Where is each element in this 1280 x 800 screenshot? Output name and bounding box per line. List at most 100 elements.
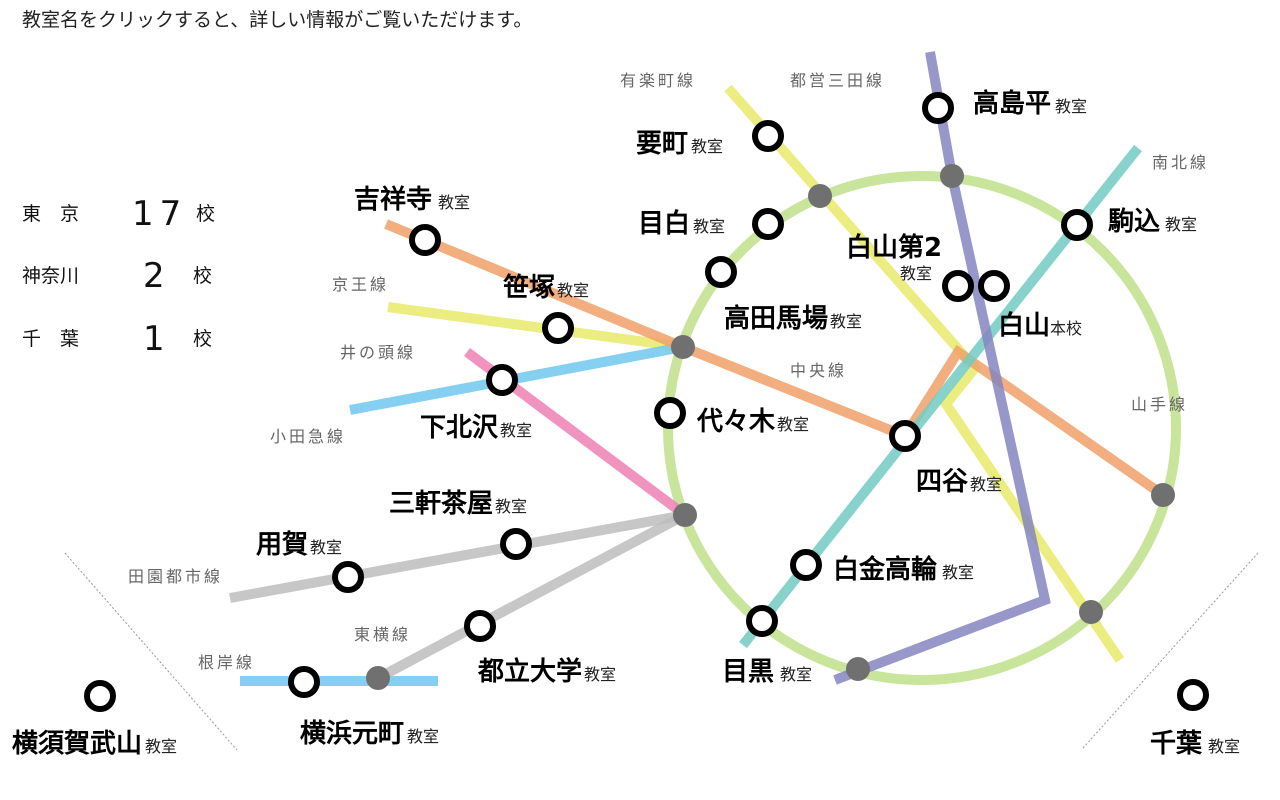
classroom-link-komagome[interactable]: 駒込教室 — [1108, 207, 1197, 237]
classroom-name[interactable]: 駒込 — [1108, 207, 1160, 237]
classroom-suffix[interactable]: 教室 — [310, 538, 342, 557]
classroom-markers — [84, 92, 1209, 712]
line-label-denentoshi: 田園都市線 — [128, 567, 223, 586]
classroom-suffix[interactable]: 教室 — [145, 737, 177, 756]
station-marker-yoyogi[interactable] — [654, 397, 686, 429]
legend-count: 1 — [143, 319, 165, 359]
classroom-link-takashimadaira[interactable]: 高島平教室 — [973, 88, 1087, 119]
station-marker-kanamecho[interactable] — [752, 120, 784, 152]
classroom-name[interactable]: 笹塚 — [503, 273, 555, 303]
classroom-suffix[interactable]: 教室 — [780, 665, 812, 684]
classroom-name[interactable]: 白金高輪 — [833, 554, 938, 585]
classroom-link-yokohamamotomachi[interactable]: 横浜元町教室 — [300, 719, 439, 749]
classroom-name[interactable]: 千葉 — [1150, 729, 1203, 759]
classroom-link-sasazuka[interactable]: 笹塚教室 — [503, 273, 589, 303]
classroom-name[interactable]: 代々木 — [696, 407, 775, 437]
classroom-suffix[interactable]: 教室 — [1165, 215, 1197, 234]
classroom-link-toritsudaigaku[interactable]: 都立大学教室 — [477, 656, 616, 687]
classroom-link-hakusan[interactable]: 白山本校 — [998, 310, 1082, 341]
station-marker-hakusan2[interactable] — [942, 270, 974, 302]
station-marker-toritsudaigaku[interactable] — [464, 610, 496, 642]
school-count-legend: 東 京 17 校 神奈川 2 校 千 葉 1 校 — [22, 194, 215, 359]
classroom-name[interactable]: 吉祥寺 — [354, 185, 432, 215]
classroom-name[interactable]: 白山 — [998, 310, 1050, 341]
station-marker-meguro[interactable] — [746, 605, 778, 637]
classroom-suffix[interactable]: 教室 — [777, 415, 809, 434]
classroom-name[interactable]: 要町 — [636, 129, 688, 159]
classroom-link-chiba[interactable]: 千葉教室 — [1150, 729, 1240, 759]
classroom-suffix[interactable]: 教室 — [584, 665, 616, 684]
junction-dot — [671, 335, 695, 359]
junction-dot — [673, 503, 697, 527]
classroom-name[interactable]: 目黒 — [722, 657, 774, 687]
classroom-link-shimokitazawa[interactable]: 下北沢教室 — [420, 413, 532, 443]
station-marker-hakusan[interactable] — [978, 270, 1010, 302]
classroom-suffix[interactable]: 教室 — [900, 264, 932, 283]
classroom-suffix[interactable]: 教室 — [438, 193, 470, 212]
station-marker-takadanobaba[interactable] — [705, 256, 737, 288]
station-marker-shimokitazawa[interactable] — [486, 364, 518, 396]
station-marker-sangenjaya[interactable] — [500, 528, 532, 560]
classroom-name[interactable]: 用賀 — [256, 530, 308, 560]
classroom-name[interactable]: 目白 — [638, 208, 690, 239]
line-label-keio: 京王線 — [332, 275, 389, 294]
classroom-suffix[interactable]: 教室 — [500, 421, 532, 440]
classroom-link-yotsuya[interactable]: 四谷教室 — [916, 467, 1002, 497]
station-marker-yokosukatakeyama[interactable] — [84, 680, 116, 712]
classroom-name[interactable]: 三軒茶屋 — [389, 488, 493, 519]
classroom-name[interactable]: 高田馬場 — [724, 303, 828, 334]
junction-dot — [1151, 483, 1175, 507]
classroom-link-shirokanetakanawa[interactable]: 白金高輪教室 — [833, 554, 974, 585]
station-marker-sasazuka[interactable] — [542, 312, 574, 344]
classroom-link-meguro[interactable]: 目黒教室 — [722, 657, 812, 687]
station-marker-kichijoji[interactable] — [409, 224, 441, 256]
station-marker-yokohamamotomachi[interactable] — [288, 666, 320, 698]
station-marker-mejiro[interactable] — [752, 208, 784, 240]
line-label-negishi: 根岸線 — [198, 653, 255, 672]
classroom-link-takadanobaba[interactable]: 高田馬場教室 — [724, 303, 862, 334]
junctions — [366, 164, 1175, 690]
classroom-link-sangenjaya[interactable]: 三軒茶屋教室 — [389, 488, 527, 519]
junction-dot — [808, 184, 832, 208]
station-marker-chiba[interactable] — [1177, 679, 1209, 711]
classroom-link-yoga[interactable]: 用賀教室 — [256, 530, 342, 560]
intro-text: 教室名をクリックすると、詳しい情報がご覧いただけます。 — [22, 9, 532, 31]
classroom-suffix[interactable]: 教室 — [557, 281, 589, 300]
toyoko-line — [375, 510, 688, 683]
classroom-name[interactable]: 下北沢 — [420, 413, 499, 443]
station-marker-yoga[interactable] — [332, 561, 364, 593]
classroom-link-mejiro[interactable]: 目白教室 — [638, 208, 725, 239]
classroom-link-yoyogi[interactable]: 代々木教室 — [696, 407, 809, 437]
mita-line — [833, 51, 1051, 685]
classroom-name[interactable]: 白山第2 — [846, 232, 942, 263]
classroom-name[interactable]: 横浜元町 — [300, 719, 404, 749]
classroom-suffix[interactable]: 教室 — [1055, 97, 1087, 116]
legend-count: 17 — [132, 194, 187, 234]
classroom-suffix[interactable]: 教室 — [495, 497, 527, 516]
line-label-odakyu: 小田急線 — [270, 427, 346, 446]
classroom-name[interactable]: 横須賀武山 — [12, 729, 142, 759]
classroom-link-kanamecho[interactable]: 要町教室 — [636, 129, 723, 159]
classroom-suffix[interactable]: 本校 — [1050, 319, 1082, 338]
classroom-suffix[interactable]: 教室 — [691, 137, 723, 156]
legend-region: 東 京 — [22, 203, 79, 225]
classroom-suffix[interactable]: 教室 — [830, 312, 862, 331]
classroom-link-hakusan2[interactable]: 白山第2 教室 — [846, 232, 942, 283]
classroom-name[interactable]: 高島平 — [973, 88, 1051, 119]
classroom-name[interactable]: 四谷 — [916, 467, 969, 497]
classroom-suffix[interactable]: 教室 — [1208, 737, 1240, 756]
station-marker-shirokanetakanawa[interactable] — [790, 549, 822, 581]
classroom-link-kichijoji[interactable]: 吉祥寺教室 — [354, 185, 470, 215]
station-marker-yotsuya[interactable] — [889, 420, 921, 452]
line-label-chuo: 中央線 — [790, 361, 847, 380]
classroom-suffix[interactable]: 教室 — [970, 475, 1002, 494]
station-marker-takashimadaira[interactable] — [922, 92, 954, 124]
denentoshi-line — [229, 510, 686, 603]
classroom-suffix[interactable]: 教室 — [693, 217, 725, 236]
line-label-mita: 都営三田線 — [790, 71, 885, 90]
classroom-name[interactable]: 都立大学 — [477, 656, 582, 687]
classroom-link-yokosukatakeyama[interactable]: 横須賀武山教室 — [12, 729, 177, 759]
station-marker-komagome[interactable] — [1061, 209, 1093, 241]
classroom-suffix[interactable]: 教室 — [407, 727, 439, 746]
classroom-suffix[interactable]: 教室 — [942, 563, 974, 582]
